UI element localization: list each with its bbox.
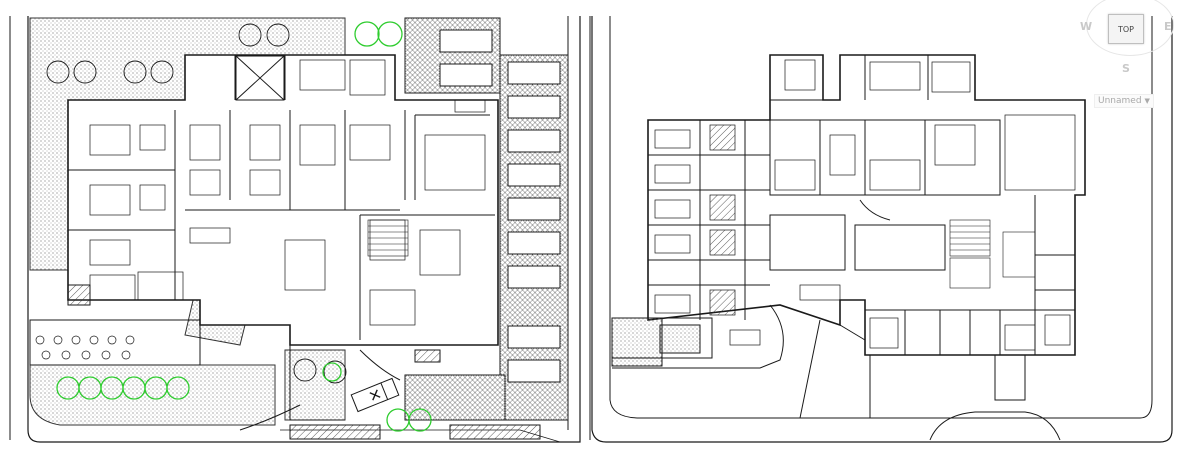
tree-icon <box>46 23 347 384</box>
viewcube-east-label[interactable]: E <box>1164 20 1172 33</box>
upper-floor-plan <box>591 16 1173 443</box>
ucs-dropdown[interactable]: Unnamed ▼ <box>1094 94 1154 108</box>
stair-icon <box>367 219 409 257</box>
chevron-down-icon: ▼ <box>1144 97 1150 105</box>
ground-floor-site-plan <box>9 16 581 443</box>
viewcube-top-face[interactable]: TOP <box>1108 14 1144 44</box>
viewcube-south-label[interactable]: S <box>1122 62 1130 75</box>
tree-icon <box>56 21 432 432</box>
ucs-name: Unnamed <box>1098 96 1142 106</box>
viewcube-west-label[interactable]: W <box>1080 20 1093 33</box>
ambulance-icon <box>350 377 400 413</box>
viewcube-compass-ring[interactable] <box>1086 0 1174 56</box>
viewcube[interactable]: W E S TOP <box>1078 0 1184 110</box>
parking-stalls <box>439 29 561 383</box>
